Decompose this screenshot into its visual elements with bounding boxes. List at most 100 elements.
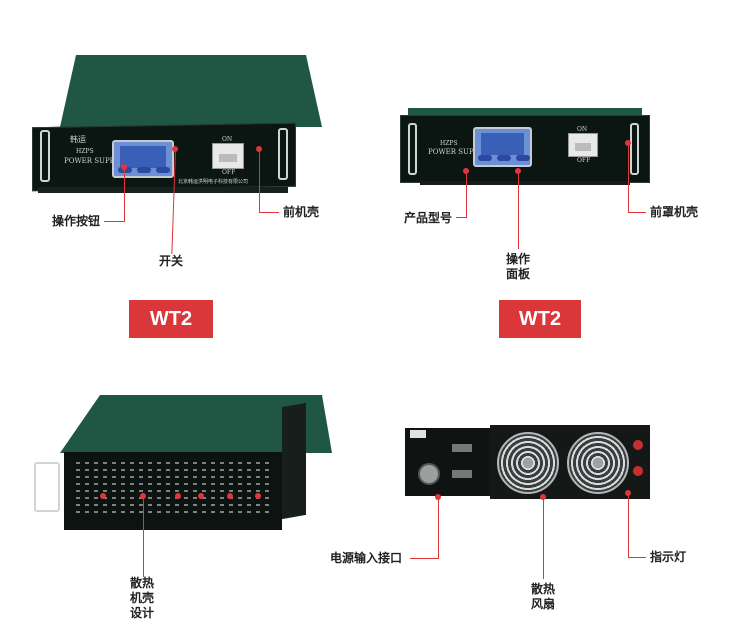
switch-on-text: ON bbox=[577, 126, 588, 133]
vent-slot bbox=[94, 462, 98, 464]
vent-slot bbox=[202, 462, 206, 464]
vent-slot bbox=[256, 476, 260, 478]
vent-slot bbox=[139, 469, 143, 471]
marker-dot bbox=[140, 493, 146, 499]
label-heat-case: 散热机壳设计 bbox=[130, 576, 155, 620]
device-base bbox=[38, 187, 288, 193]
vent-slot bbox=[238, 497, 242, 499]
vent-slot bbox=[94, 476, 98, 478]
vent-slot bbox=[256, 483, 260, 485]
vent-slot bbox=[220, 483, 224, 485]
vent-slot bbox=[193, 462, 197, 464]
vent-slot bbox=[76, 511, 80, 513]
vent-slot bbox=[85, 490, 89, 492]
vent-slot bbox=[247, 504, 251, 506]
panel-button bbox=[118, 167, 132, 173]
label-fan: 散热风扇 bbox=[531, 582, 556, 611]
panel-model: HZPS bbox=[440, 140, 458, 147]
vent-slot bbox=[112, 469, 116, 471]
switch-off-text: OFF bbox=[577, 157, 591, 164]
vent-slot bbox=[121, 497, 125, 499]
front-edge bbox=[282, 402, 306, 520]
vent-slot bbox=[202, 511, 206, 513]
vent-slot bbox=[76, 462, 80, 464]
vent-slot bbox=[238, 476, 242, 478]
marker-dot bbox=[198, 493, 204, 499]
vent-slot bbox=[112, 483, 116, 485]
vent-slot bbox=[103, 504, 107, 506]
vent-slot bbox=[130, 469, 134, 471]
vent-slot bbox=[76, 469, 80, 471]
panel-button bbox=[137, 167, 151, 173]
vent-slot bbox=[148, 469, 152, 471]
vent-slot bbox=[103, 462, 107, 464]
vent-slot bbox=[202, 497, 206, 499]
panel-button bbox=[516, 155, 530, 161]
leader-line bbox=[628, 493, 629, 558]
vent-slot bbox=[247, 469, 251, 471]
vent-slot bbox=[193, 476, 197, 478]
vent-slot bbox=[256, 462, 260, 464]
switch-on-text: ON bbox=[222, 136, 233, 143]
vent-slot bbox=[202, 469, 206, 471]
left-handle bbox=[408, 123, 417, 175]
panel-buttons bbox=[478, 155, 530, 161]
vent-slot bbox=[157, 490, 161, 492]
vent-slot bbox=[211, 476, 215, 478]
vent-slot bbox=[148, 476, 152, 478]
panel-button bbox=[156, 167, 170, 173]
vent-slot bbox=[184, 511, 188, 513]
vent-slot bbox=[247, 483, 251, 485]
vent-slot bbox=[256, 490, 260, 492]
vent-slot bbox=[76, 476, 80, 478]
db-connector bbox=[452, 470, 472, 478]
vent-slot bbox=[148, 511, 152, 513]
vent-slot bbox=[229, 483, 233, 485]
vent-slot bbox=[265, 476, 269, 478]
panel-button bbox=[478, 155, 492, 161]
device-feet bbox=[420, 181, 630, 185]
vent-slot bbox=[76, 504, 80, 506]
power-switch bbox=[568, 133, 598, 157]
vent-slot bbox=[220, 497, 224, 499]
vent-slot bbox=[184, 483, 188, 485]
vent-slot bbox=[85, 469, 89, 471]
model-badge: WT2 bbox=[499, 300, 581, 338]
vent-slot bbox=[193, 490, 197, 492]
vent-slot bbox=[238, 511, 242, 513]
vent-slot bbox=[130, 497, 134, 499]
vent-slot bbox=[121, 511, 125, 513]
vent-slot bbox=[112, 462, 116, 464]
vent-slot bbox=[121, 504, 125, 506]
vent-slot bbox=[112, 476, 116, 478]
leader-line bbox=[143, 497, 144, 577]
leader-line bbox=[259, 149, 260, 213]
vent-slot bbox=[148, 462, 152, 464]
vent-slot bbox=[193, 497, 197, 499]
vent-slot bbox=[247, 462, 251, 464]
leader-line bbox=[628, 143, 629, 213]
vent-slot bbox=[265, 469, 269, 471]
leader-line bbox=[466, 171, 467, 218]
vent-slot bbox=[202, 476, 206, 478]
vent-slot bbox=[184, 469, 188, 471]
leader-line bbox=[543, 497, 544, 579]
panel-buttons bbox=[118, 167, 170, 173]
side-case bbox=[64, 452, 282, 530]
device-top-lid bbox=[408, 108, 642, 116]
vent-slot bbox=[139, 504, 143, 506]
vent-slot bbox=[202, 483, 206, 485]
marker-dot bbox=[227, 493, 233, 499]
vent-slot bbox=[94, 490, 98, 492]
vent-slot bbox=[76, 490, 80, 492]
vent-slot bbox=[130, 511, 134, 513]
vent-slot bbox=[193, 469, 197, 471]
vent-slot bbox=[103, 476, 107, 478]
vent-slot bbox=[166, 483, 170, 485]
vent-slot bbox=[130, 504, 134, 506]
indicator-light bbox=[633, 466, 643, 476]
right-handle bbox=[630, 123, 639, 175]
vent-slot bbox=[148, 504, 152, 506]
left-handle bbox=[40, 130, 50, 182]
label-switch: 开关 bbox=[159, 254, 184, 268]
